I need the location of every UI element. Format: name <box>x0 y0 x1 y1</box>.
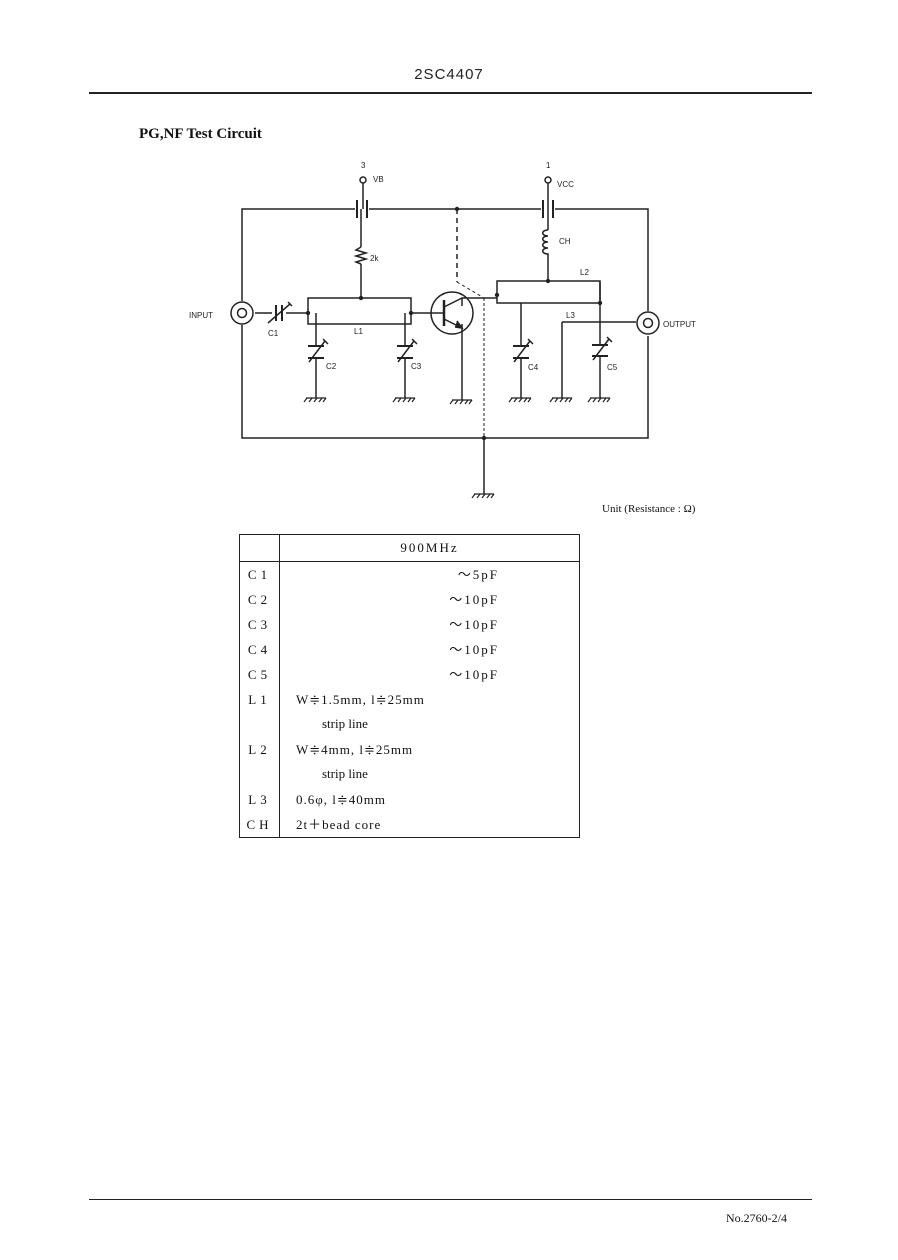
table-cell-value: ～5pF <box>457 567 499 582</box>
table-row: L1 W≑1.5mm, l≑25mm strip line <box>239 687 580 737</box>
table-cell-ref: C1 <box>239 561 280 587</box>
table-cell-ref: L2 <box>239 737 280 787</box>
variable-capacitor-c2 <box>308 338 329 363</box>
c4-label: C4 <box>528 363 539 372</box>
header-rule <box>89 92 812 94</box>
vb-label: VB <box>373 175 384 184</box>
table-cell-value: 0.6φ, l≑40mm <box>296 792 386 807</box>
output-connector <box>636 311 660 335</box>
table-cell-ref: L1 <box>239 687 280 737</box>
table-cell-ref: L3 <box>239 787 280 812</box>
table-row: CH 2t＋bead core <box>239 812 580 838</box>
coupling-capacitor-vcc <box>542 200 554 218</box>
table-cell-value: 2t＋bead core <box>296 817 382 832</box>
choke-label: CH <box>559 237 571 246</box>
table-row: L3 0.6φ, l≑40mm <box>239 787 580 812</box>
test-circuit-schematic: 3 VB 1 VCC 2k CH INPUT OUTPUT C1 C2 C3 C… <box>189 161 696 499</box>
table-cell-ref: C2 <box>239 587 280 612</box>
table-cell-value: ～10pF <box>449 592 499 607</box>
table-header-row: 900MHz <box>239 534 580 562</box>
input-connector <box>230 301 254 325</box>
variable-capacitor-c4 <box>513 338 534 363</box>
vcc-terminal <box>544 176 552 209</box>
table-cell-ref: CH <box>239 812 280 838</box>
table-row: C3 ～10pF <box>239 612 580 637</box>
c5-label: C5 <box>607 363 618 372</box>
table-cell-main: W≑1.5mm, l≑25mm <box>296 692 425 707</box>
resistor-label: 2k <box>370 254 379 263</box>
table-header-blank <box>239 534 280 562</box>
part-number-heading: 2SC4407 <box>414 66 484 83</box>
table-cell-main: W≑4mm, l≑25mm <box>296 742 414 757</box>
c3-label: C3 <box>411 362 422 371</box>
vb-pin-number: 3 <box>361 161 366 170</box>
table-cell-value: ～10pF <box>449 667 499 682</box>
vb-terminal <box>359 176 367 209</box>
strip-line-l1 <box>307 297 412 325</box>
page-number: No.2760-2/4 <box>726 1211 787 1225</box>
transistor-symbol <box>430 291 474 335</box>
table-cell-value: W≑1.5mm, l≑25mm strip line <box>280 687 580 737</box>
table-row: L2 W≑4mm, l≑25mm strip line <box>239 737 580 787</box>
ground-symbols <box>303 397 611 499</box>
table-cell-ref: C3 <box>239 612 280 637</box>
circuit-wires <box>241 208 649 494</box>
l1-label: L1 <box>354 327 363 336</box>
table-cell-sub: strip line <box>322 716 368 731</box>
c2-label: C2 <box>326 362 337 371</box>
table-cell-value: W≑4mm, l≑25mm strip line <box>280 737 580 787</box>
output-label: OUTPUT <box>663 320 696 329</box>
l2-label: L2 <box>580 268 589 277</box>
coupling-capacitor-vb <box>356 200 368 218</box>
table-row: C4 ～10pF <box>239 637 580 662</box>
variable-capacitor-c1 <box>267 301 293 324</box>
unit-note: Unit (Resistance : Ω) <box>602 503 696 515</box>
table-header-frequency: 900MHz <box>279 534 580 562</box>
footer-rule <box>89 1199 812 1200</box>
c1-label: C1 <box>268 329 279 338</box>
table-cell-ref: C4 <box>239 637 280 662</box>
table-row: C2 ～10pF <box>239 587 580 612</box>
vcc-label: VCC <box>557 180 574 189</box>
table-row: C1 ～5pF <box>239 561 580 587</box>
section-title: PG,NF Test Circuit <box>139 126 262 142</box>
choke-coil <box>542 229 549 257</box>
table-cell-sub: strip line <box>322 766 368 781</box>
variable-capacitor-c5 <box>592 336 613 361</box>
input-label: INPUT <box>189 311 213 320</box>
vcc-pin-number: 1 <box>546 161 551 170</box>
table-cell-value: ～10pF <box>449 617 499 632</box>
table-cell-value: ～10pF <box>449 642 499 657</box>
variable-capacitor-c3 <box>397 338 418 363</box>
strip-line-l2 <box>496 280 601 304</box>
resistor-2k <box>353 246 369 265</box>
component-spec-table: 900MHz C1 ～5pF C2 ～10pF C3 ～10pF C4 ～10p… <box>239 534 580 838</box>
table-row: C5 ～10pF <box>239 662 580 687</box>
table-cell-ref: C5 <box>239 662 280 687</box>
l3-label: L3 <box>566 311 575 320</box>
